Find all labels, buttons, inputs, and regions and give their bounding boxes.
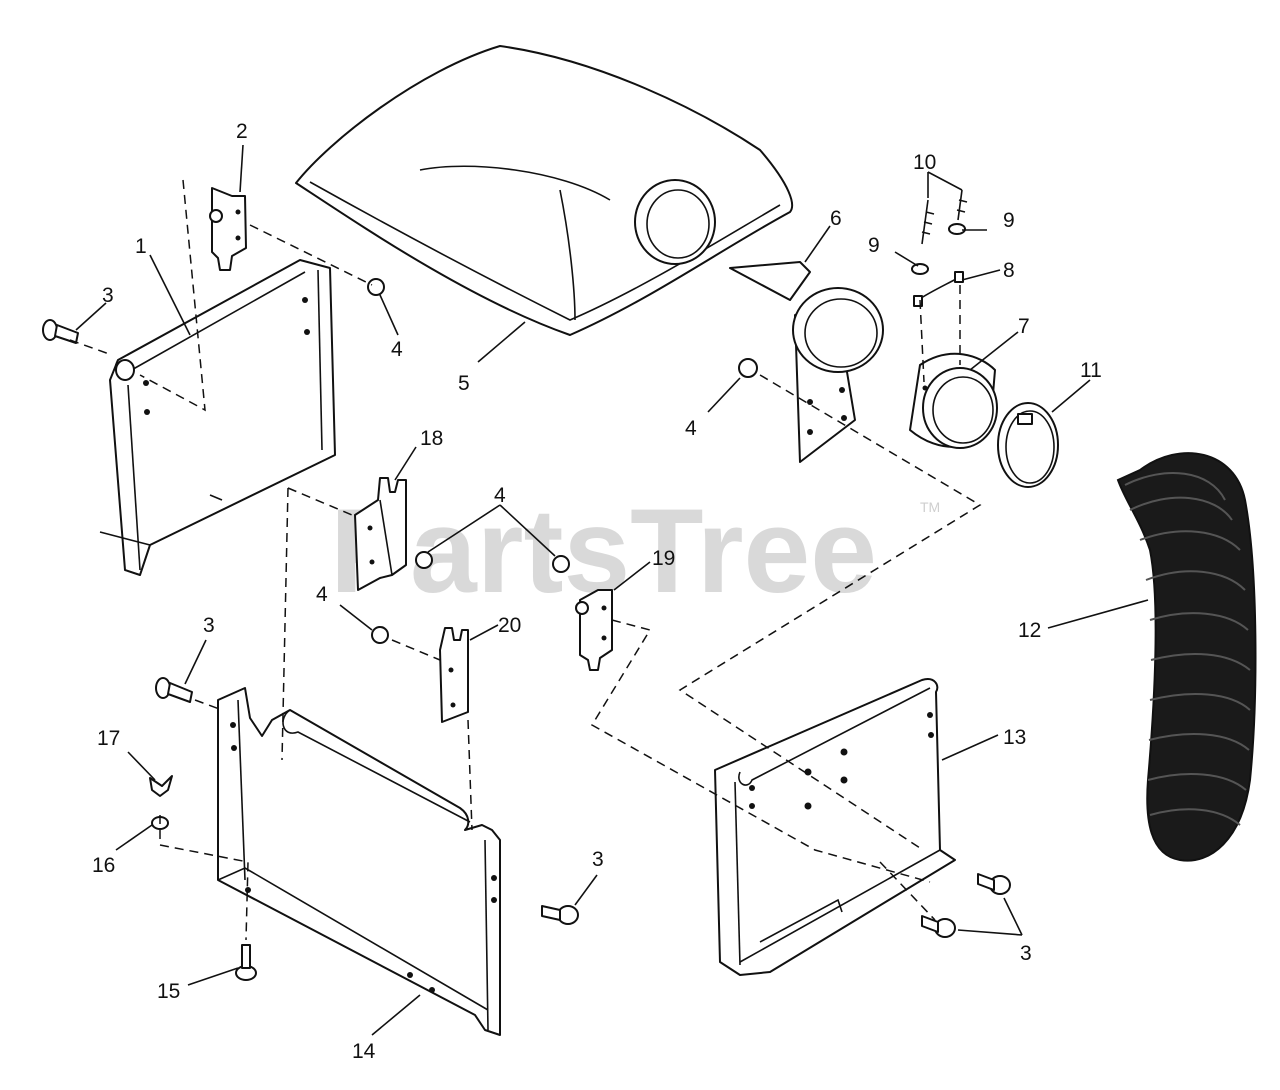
callout-4-center: 4 [494, 484, 506, 507]
assembly-guide-lines [69, 179, 982, 941]
part-9-washers [911, 223, 966, 275]
part-4-nuts [367, 278, 758, 644]
part-15-bolt [235, 944, 257, 981]
part-20-bracket [439, 627, 469, 723]
part-1-left-panel [99, 259, 336, 576]
part-13-right-panel [714, 678, 956, 976]
callout-11: 11 [1080, 359, 1102, 382]
part-5-bag-cover [295, 45, 794, 336]
callout-3-bottom-right: 3 [1020, 942, 1032, 965]
callout-4-left: 4 [316, 583, 328, 606]
part-2-bracket [209, 187, 247, 271]
callout-3-mid-left: 3 [203, 614, 215, 637]
callout-3-bottom-center: 3 [592, 848, 604, 871]
callout-1: 1 [135, 235, 147, 258]
part-12-flexible-hose [1116, 452, 1257, 862]
callout-labels: 1 2 3 4 5 6 7 8 9 9 10 11 4 18 4 19 12 4… [92, 120, 1102, 1063]
part-17-wing-nut [149, 775, 173, 797]
callout-4-top: 4 [391, 338, 403, 361]
callout-17: 17 [97, 727, 120, 750]
callout-8: 8 [1003, 259, 1015, 282]
part-14-lower-panel [217, 687, 501, 1036]
part-8-strap [913, 271, 964, 307]
part-3-bolts [42, 319, 1011, 938]
callout-13: 13 [1003, 726, 1026, 749]
callout-16: 16 [92, 854, 115, 877]
callout-9-left: 9 [868, 234, 880, 257]
callout-20: 20 [498, 614, 521, 637]
callout-15: 15 [157, 980, 180, 1003]
watermark-trademark: TM [920, 499, 940, 515]
part-18-bracket [354, 477, 407, 591]
callout-3-top-left: 3 [102, 284, 114, 307]
part-10-screws [921, 189, 968, 245]
part-11-hose-clamp [997, 402, 1059, 488]
callout-5: 5 [458, 372, 470, 395]
callout-leaders [75, 144, 1149, 1036]
callout-2: 2 [236, 120, 248, 143]
callout-9-right: 9 [1003, 209, 1015, 232]
callout-7: 7 [1018, 315, 1030, 338]
callout-14: 14 [352, 1040, 376, 1063]
part-19-bracket [575, 589, 613, 671]
callout-10: 10 [913, 151, 936, 174]
callout-18: 18 [420, 427, 443, 450]
callout-6: 6 [830, 207, 842, 230]
part-7-sleeve [909, 352, 998, 449]
callout-19: 19 [652, 547, 675, 570]
callout-4-right: 4 [685, 417, 697, 440]
callout-12: 12 [1018, 619, 1041, 642]
